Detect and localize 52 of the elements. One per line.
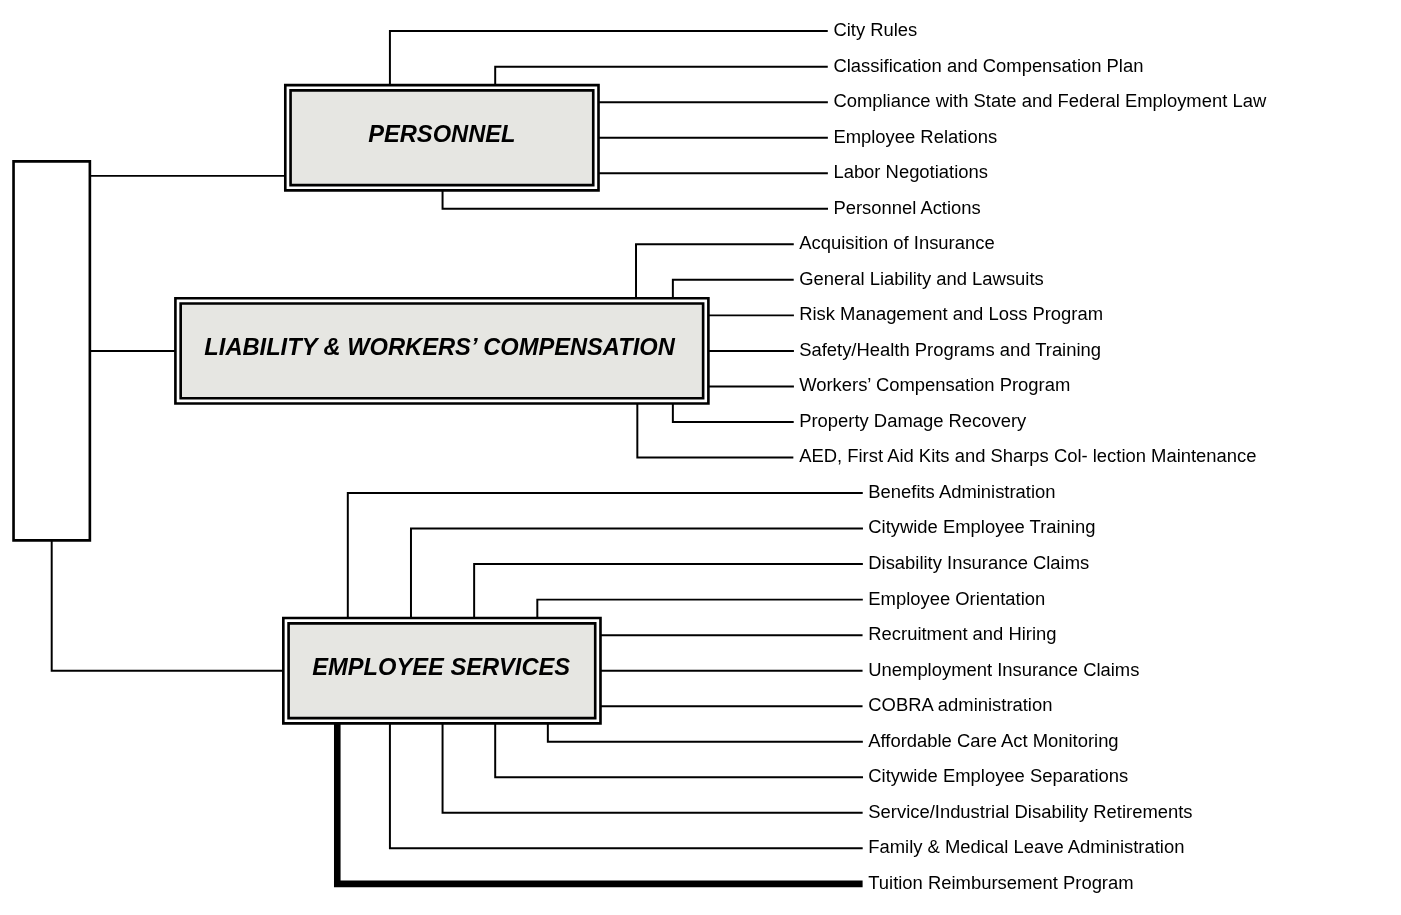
node-text: Citywide Employee Separations xyxy=(868,765,1129,787)
node-text: Acquisition of Insurance xyxy=(799,232,995,254)
node-text: Workers’ Compensation Program xyxy=(799,374,1071,396)
node-text: General Liability and Lawsuits xyxy=(799,267,1044,289)
connector xyxy=(50,539,285,672)
connector xyxy=(473,563,864,619)
connector xyxy=(599,634,864,637)
node-box: EMPLOYEE SERVICES xyxy=(282,616,602,725)
connector xyxy=(599,705,864,708)
connector xyxy=(388,722,864,850)
connector xyxy=(671,278,795,300)
node-text: Risk Management and Loss Program xyxy=(799,303,1104,325)
connector xyxy=(707,349,795,352)
node-text: Unemployment Insurance Claims xyxy=(868,658,1140,680)
node-text: Tuition Reimbursement Program xyxy=(868,871,1134,893)
connector xyxy=(494,722,864,779)
node-text: Employee Orientation xyxy=(868,587,1046,609)
node-text: Service/Industrial Disability Retirements xyxy=(868,800,1193,822)
connector xyxy=(410,527,864,619)
connector xyxy=(599,669,864,672)
node-text: Family & Medical Leave Administration xyxy=(868,836,1185,858)
node-box: PERSONNEL xyxy=(283,83,600,192)
node-box xyxy=(12,160,92,542)
node-text: Citywide Employee Training xyxy=(868,516,1096,538)
connector xyxy=(707,314,795,317)
connector xyxy=(89,349,177,352)
node-text: Employee Relations xyxy=(833,125,998,147)
connector xyxy=(334,723,863,888)
node-text: Affordable Care Act Monitoring xyxy=(868,729,1119,751)
node-text: Labor Negotiations xyxy=(833,161,988,183)
node-box: LIABILITY & WORKERS’ COMPENSATION xyxy=(174,296,710,405)
connector xyxy=(346,492,864,619)
connector xyxy=(707,385,795,388)
node-text: Benefits Administration xyxy=(868,480,1056,502)
connector xyxy=(597,172,829,175)
node-text: COBRA administration xyxy=(868,694,1053,716)
node-text: Disability Insurance Claims xyxy=(868,551,1090,573)
connector xyxy=(636,402,795,459)
node-text: Property Damage Recovery xyxy=(799,409,1027,431)
node-text: Compliance with State and Federal Employment Law xyxy=(833,90,1267,112)
node-text: City Rules xyxy=(833,18,918,40)
connector xyxy=(388,30,829,86)
node-text: Personnel Actions xyxy=(833,196,981,218)
connector xyxy=(635,243,795,300)
node-text: AED, First Aid Kits and Sharps Col- lection Maintenance xyxy=(799,445,1257,467)
connector xyxy=(89,174,286,177)
node-text: Classification and Compensation Plan xyxy=(833,54,1144,76)
node-text: Safety/Health Programs and Training xyxy=(799,338,1102,360)
connector xyxy=(597,136,829,139)
connector xyxy=(441,722,864,814)
connector xyxy=(597,101,829,104)
node-text: Recruitment and Hiring xyxy=(868,623,1057,645)
